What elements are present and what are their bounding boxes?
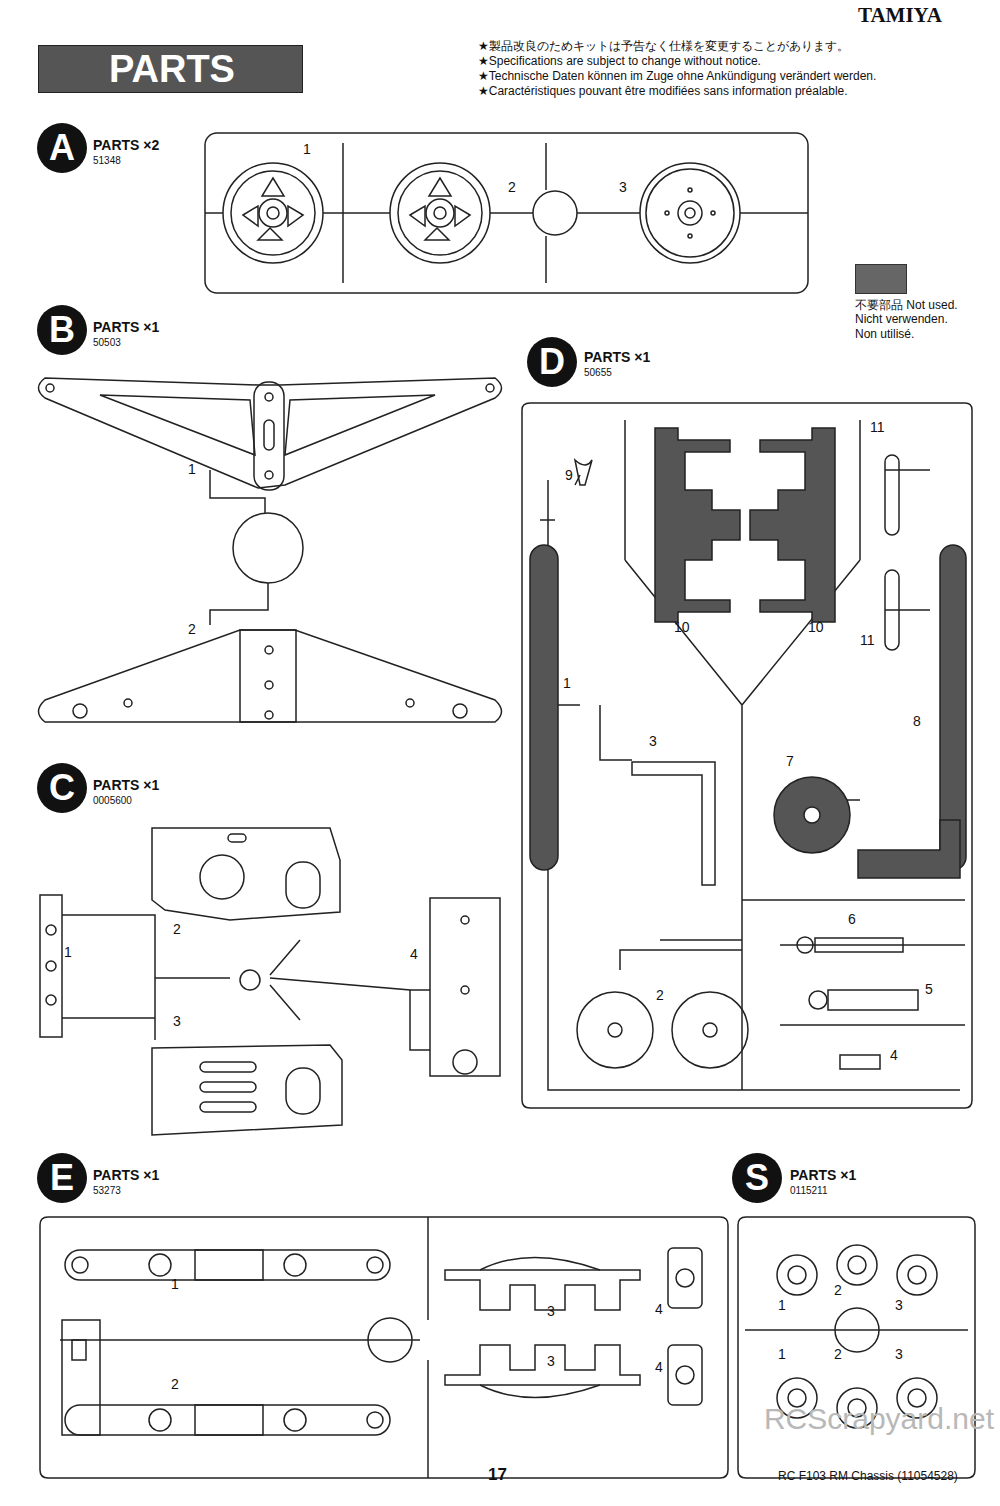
callout-number: 8 bbox=[913, 714, 921, 729]
brand-name: TAMIYA bbox=[858, 4, 942, 27]
callout-number: 3 bbox=[895, 1298, 903, 1313]
part-letter: S bbox=[745, 1160, 769, 1196]
note: ★Technische Daten können im Zuge ohne An… bbox=[478, 70, 876, 83]
part-letter: B bbox=[49, 312, 75, 348]
parts-count: PARTS ×2 bbox=[93, 138, 159, 153]
callout-number: 1 bbox=[303, 142, 311, 157]
callout-number: 1 bbox=[171, 1277, 179, 1292]
part-letter: C bbox=[49, 770, 75, 806]
letter-circle: A bbox=[37, 123, 87, 173]
part-code: 50503 bbox=[93, 337, 121, 348]
parts-count: PARTS ×1 bbox=[93, 320, 159, 335]
letter-circle: C bbox=[37, 763, 87, 813]
note: ★Specifications are subject to change wi… bbox=[478, 55, 761, 68]
part-letter: A bbox=[49, 130, 75, 166]
callout-number: 3 bbox=[547, 1354, 555, 1369]
callout-number: 7 bbox=[786, 754, 794, 769]
part-code: 51348 bbox=[93, 155, 121, 166]
callout-number: 6 bbox=[848, 912, 856, 927]
legend-swatch bbox=[855, 264, 907, 294]
callout-number: 2 bbox=[173, 922, 181, 937]
callout-number: 10 bbox=[808, 620, 824, 635]
part-letter: E bbox=[50, 1160, 74, 1196]
note: ★製品改良のためキットは予告なく仕様を変更することがあります。 bbox=[478, 40, 849, 53]
part-code: 0115211 bbox=[790, 1185, 827, 1196]
callout-number: 2 bbox=[508, 180, 516, 195]
letter-circle: E bbox=[37, 1153, 87, 1203]
callout-number: 3 bbox=[619, 180, 627, 195]
parts-count: PARTS ×1 bbox=[93, 1168, 159, 1183]
callout-number: 1 bbox=[778, 1298, 786, 1313]
parts-count: PARTS ×1 bbox=[93, 778, 159, 793]
watermark: RCScrapyard.net bbox=[764, 1402, 994, 1435]
page-number: 17 bbox=[488, 1466, 507, 1485]
part-code: 50655 bbox=[584, 367, 612, 378]
callout-number: 3 bbox=[649, 734, 657, 749]
callout-number: 1 bbox=[188, 462, 196, 477]
parts-count: PARTS ×1 bbox=[584, 350, 650, 365]
callout-number: 2 bbox=[171, 1377, 179, 1392]
letter-circle: S bbox=[732, 1153, 782, 1203]
callout-number: 2 bbox=[834, 1347, 842, 1362]
callout-number: 2 bbox=[188, 622, 196, 637]
callout-number: 10 bbox=[674, 620, 690, 635]
part-letter: D bbox=[539, 344, 565, 380]
footer-title: RC F103 RM Chassis (11054528) bbox=[778, 1470, 958, 1483]
callout-number: 9 bbox=[565, 468, 573, 483]
callout-number: 3 bbox=[895, 1347, 903, 1362]
callout-number: 2 bbox=[834, 1283, 842, 1298]
title-text: PARTS bbox=[109, 49, 235, 91]
title-band: PARTS bbox=[38, 45, 303, 93]
callout-number: 11 bbox=[870, 420, 885, 435]
part-code: 53273 bbox=[93, 1185, 121, 1196]
callout-number: 2 bbox=[656, 988, 664, 1003]
legend-text: 不要部品 Not used. Nicht verwenden. Non util… bbox=[855, 298, 967, 341]
note: ★Caractéristiques pouvant être modifiées… bbox=[478, 85, 848, 98]
callout-number: 1 bbox=[64, 945, 72, 960]
callout-number: 1 bbox=[778, 1347, 786, 1362]
callout-number: 5 bbox=[925, 982, 933, 997]
callout-number: 11 bbox=[860, 633, 875, 648]
callout-number: 4 bbox=[890, 1048, 898, 1063]
callout-number: 4 bbox=[410, 947, 418, 962]
callout-number: 1 bbox=[563, 676, 571, 691]
letter-circle: B bbox=[37, 305, 87, 355]
callout-number: 4 bbox=[655, 1360, 663, 1375]
letter-circle: D bbox=[527, 337, 577, 387]
parts-count: PARTS ×1 bbox=[790, 1168, 856, 1183]
part-code: 0005600 bbox=[93, 795, 132, 806]
callout-number: 4 bbox=[655, 1302, 663, 1317]
callout-number: 3 bbox=[547, 1304, 555, 1319]
callout-number: 3 bbox=[173, 1014, 181, 1029]
